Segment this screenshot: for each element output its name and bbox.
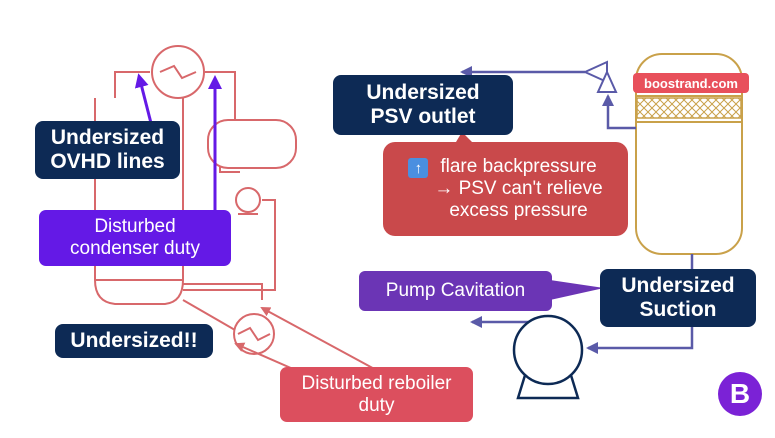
vessel (635, 53, 743, 255)
disturbed-condenser-duty-label: Disturbed condenser duty (39, 210, 231, 266)
reflux-pump (235, 187, 261, 215)
flare-backpressure-callout: ↑ flare backpressure → PSV can't relieve… (383, 142, 628, 236)
disturbed-reboiler-duty-label: Disturbed reboiler duty (280, 367, 473, 422)
condenser (151, 45, 205, 99)
psv (582, 60, 618, 93)
pump (512, 314, 584, 400)
reboiler (233, 313, 275, 355)
pump-cavitation-label: Pump Cavitation (359, 271, 552, 311)
boostrand-logo-icon: B (718, 372, 762, 416)
flare-backpressure-text: flare backpressure → PSV can't relieve e… (434, 156, 603, 221)
pump-cavitation-pointer (550, 280, 604, 300)
undersized-reboiler-label: Undersized!! (55, 324, 213, 358)
undersized-ovhd-lines-label: Undersized OVHD lines (35, 121, 180, 179)
undersized-suction-label: Undersized Suction (600, 269, 756, 327)
up-arrow-emoji-icon: ↑ (408, 158, 429, 179)
distillation-column (94, 98, 184, 305)
boostrand-url-label: boostrand.com (633, 73, 749, 93)
reflux-drum (207, 119, 297, 169)
psv-piping (460, 66, 636, 130)
undersized-psv-outlet-label: Undersized PSV outlet (333, 75, 513, 135)
